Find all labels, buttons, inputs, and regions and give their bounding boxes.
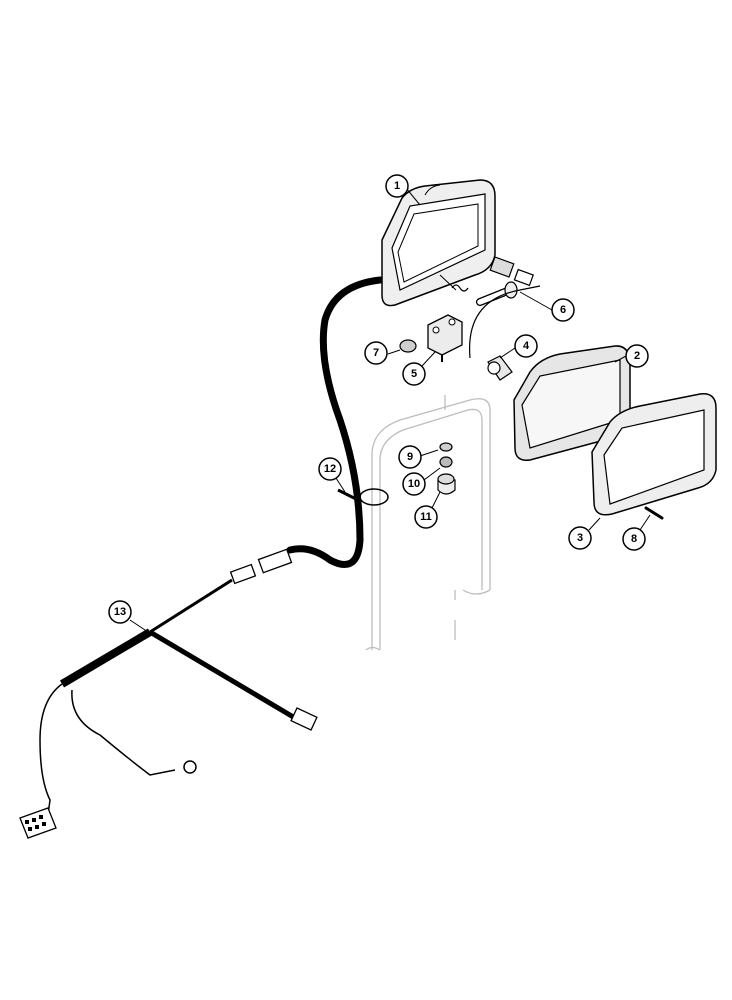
washer [439, 442, 453, 452]
callout-label: 9 [407, 451, 413, 463]
wiring-harness [39, 578, 297, 816]
screw [644, 506, 664, 520]
callout-label: 1 [394, 180, 400, 192]
bushing [437, 473, 456, 495]
callout-2: 2 [625, 344, 649, 368]
work-lamp-housing [381, 179, 496, 307]
callout-5: 5 [402, 362, 426, 386]
harness-main-cable [286, 276, 384, 568]
callout-label: 7 [373, 347, 379, 359]
callout-7: 7 [364, 341, 388, 365]
callout-label: 2 [634, 350, 640, 362]
callout-label: 6 [560, 304, 566, 316]
lamp-lens [513, 345, 631, 461]
callout-label: 10 [408, 478, 420, 490]
callout-4: 4 [514, 334, 538, 358]
callout-12: 12 [318, 457, 342, 481]
callout-8: 8 [622, 527, 646, 551]
bulb [468, 285, 541, 381]
spacer [439, 456, 453, 468]
callout-10: 10 [402, 472, 426, 496]
cab-frame-phantom [365, 395, 491, 651]
nut [399, 339, 417, 353]
callout-11: 11 [414, 505, 438, 529]
mounting-bracket [427, 314, 463, 362]
multi-pin-plug [19, 807, 57, 839]
branch-connector [290, 707, 318, 731]
callout-label: 11 [420, 511, 432, 523]
harness-connector [229, 548, 293, 585]
cable-clamp [337, 488, 389, 506]
callout-label: 12 [324, 463, 336, 475]
callout-6: 6 [551, 298, 575, 322]
callout-label: 3 [577, 532, 583, 544]
leader-lines [129, 187, 651, 633]
callout-3: 3 [568, 526, 592, 550]
lamp-plug [489, 256, 534, 287]
lamp-bezel [591, 393, 717, 516]
callout-label: 8 [631, 533, 637, 545]
callout-1: 1 [385, 174, 409, 198]
callout-label: 4 [523, 340, 530, 352]
ring-terminal [183, 760, 197, 774]
callout-9: 9 [398, 445, 422, 469]
callout-label: 5 [411, 368, 417, 380]
callout-13: 13 [108, 600, 132, 624]
callout-label: 13 [114, 606, 126, 618]
